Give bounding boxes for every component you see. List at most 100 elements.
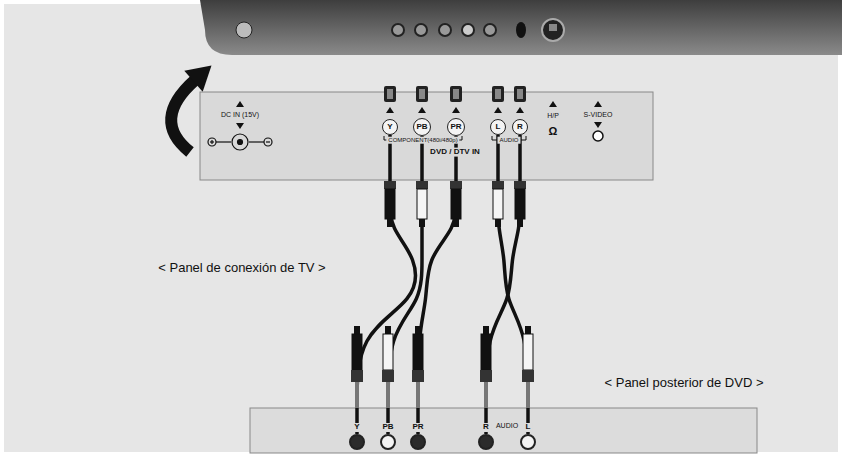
jack-label: L	[524, 423, 533, 432]
panel-marking: DVD / DTV IN	[428, 148, 482, 157]
rca-plug	[419, 219, 425, 227]
jack-label: Y	[387, 123, 392, 131]
rca-plug	[416, 382, 420, 408]
tv-connection-panel	[200, 92, 653, 180]
dvd-rear-panel	[250, 408, 757, 453]
jack-socket	[384, 86, 396, 113]
rca-plug	[383, 334, 393, 370]
jack-socket	[492, 86, 504, 102]
rca-plug	[522, 326, 534, 408]
tv-back	[439, 24, 451, 36]
jack-socket	[517, 89, 523, 99]
jack-socket	[418, 107, 426, 113]
rca-plug	[382, 326, 394, 408]
jack-socket	[384, 86, 526, 113]
tv-connection-panel	[236, 101, 244, 107]
jack-label: PB	[380, 423, 395, 432]
tv-back	[200, 0, 842, 55]
jack-socket	[494, 107, 502, 113]
dc-symbol	[264, 138, 272, 146]
rca-plug	[451, 189, 461, 219]
dc-symbol	[238, 140, 243, 145]
rca-plug	[384, 181, 396, 189]
rca-plug	[385, 189, 395, 219]
dvd-jack: L	[520, 434, 536, 450]
rca-plug	[351, 326, 363, 408]
panel-marking: AUDIO	[497, 137, 520, 144]
rca-plug	[453, 219, 459, 227]
rca-plug	[415, 326, 421, 334]
jack-socket	[514, 86, 526, 113]
tv-jack: PB	[413, 118, 431, 136]
tv-back	[200, 0, 842, 55]
rca-plug	[480, 370, 492, 382]
rca-plug	[450, 181, 462, 227]
dc-symbol	[208, 134, 272, 150]
dc-symbol	[216, 141, 231, 142]
rca-plug	[386, 382, 390, 408]
rca-plug	[351, 370, 363, 382]
tv-jack: L	[490, 119, 506, 135]
tv-back	[236, 22, 252, 38]
jack-socket	[450, 86, 462, 113]
rca-plug	[514, 181, 526, 227]
tv-connection-panel	[236, 123, 244, 129]
jack-label: Y	[352, 423, 361, 432]
rca-plug	[385, 326, 391, 334]
jack-socket	[416, 86, 428, 113]
rca-plug	[523, 334, 533, 370]
rca-plug	[483, 326, 489, 334]
tv-connection-panel	[594, 122, 602, 128]
rca-plug	[352, 334, 362, 370]
tv-back	[462, 24, 474, 36]
dvd-jack: R	[478, 434, 494, 450]
jack-socket	[386, 107, 394, 113]
jack-socket	[516, 107, 524, 113]
tv-jack: R	[512, 119, 528, 135]
jack-socket	[495, 89, 501, 99]
jack-label: PB	[416, 123, 427, 131]
tv-connection-panel	[200, 86, 653, 180]
jack-label: L	[496, 123, 501, 131]
dvd-jack: Y	[349, 434, 365, 450]
rca-plug	[384, 181, 396, 227]
jack-socket	[492, 86, 504, 113]
tv-back	[542, 19, 564, 41]
rca-plug	[525, 326, 531, 334]
rca-plug	[526, 382, 530, 408]
jack-socket	[416, 86, 428, 102]
jack-socket	[514, 86, 526, 102]
dc-symbol	[266, 141, 270, 142]
panel-marking: S-VIDEO	[582, 111, 615, 119]
panel-marking: DC IN (15V)	[219, 111, 261, 119]
s-video-socket	[593, 131, 603, 141]
tv-back	[516, 22, 526, 38]
tv-jack: Y	[382, 119, 398, 135]
rca-plug	[412, 370, 424, 382]
dc-symbol	[211, 140, 212, 144]
background	[4, 4, 838, 452]
panel-caption: < Panel posterior de DVD >	[603, 376, 766, 390]
av-cable	[388, 136, 422, 434]
rca-plug	[480, 326, 492, 408]
jack-socket	[419, 89, 425, 99]
tv-jack: PR	[447, 118, 465, 136]
rca-plug	[417, 189, 427, 219]
jack-label: PR	[450, 123, 461, 131]
rca-plug	[493, 189, 503, 219]
tv-connection-panel	[594, 101, 602, 107]
rca-plug	[382, 370, 394, 382]
jack-socket	[450, 86, 462, 102]
rca-plug	[450, 181, 462, 189]
av-cable	[418, 136, 456, 434]
av-cable	[486, 135, 520, 434]
tv-back	[484, 24, 496, 36]
dc-symbol	[208, 138, 216, 146]
jack-label: R	[481, 423, 491, 432]
rca-plug	[522, 370, 534, 382]
jack-socket	[452, 107, 460, 113]
rca-plug	[514, 181, 526, 189]
jack-socket	[384, 86, 396, 102]
tv-back	[415, 24, 427, 36]
